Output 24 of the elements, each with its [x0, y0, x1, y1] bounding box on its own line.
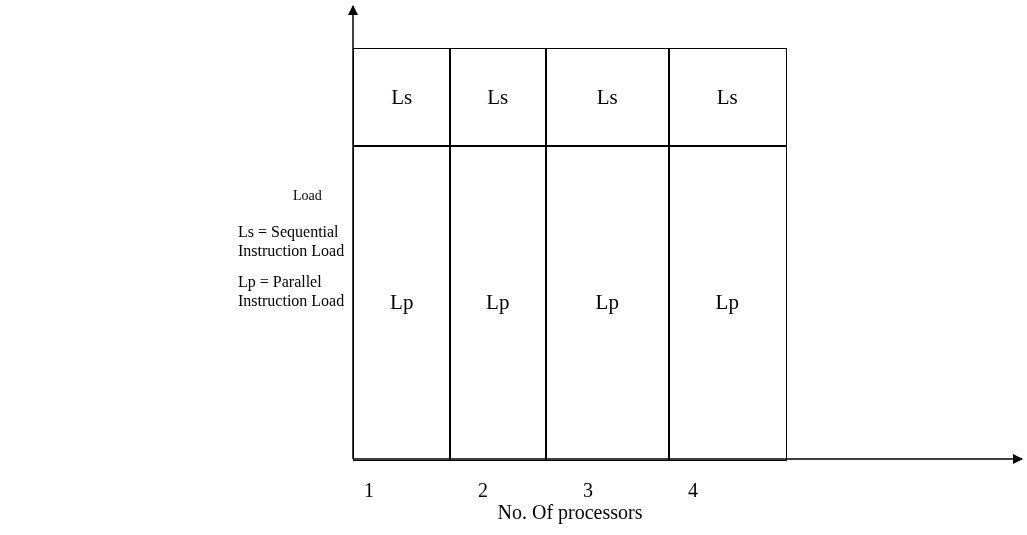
load-cell [449, 48, 547, 147]
load-cell [353, 48, 451, 147]
cell-label: Ls [716, 84, 738, 110]
cell-label: Ls [391, 84, 413, 110]
legend-note: Lp = Parallel Instruction Load [238, 272, 346, 311]
load-cell [668, 48, 787, 147]
load-cell [353, 145, 451, 461]
tick-label: 3 [583, 478, 594, 502]
cell-label: Lp [390, 290, 414, 316]
cell-label: Ls [596, 84, 618, 110]
cell-label: Lp [595, 290, 619, 316]
tick-label: 4 [688, 478, 699, 502]
cell-label: Lp [715, 290, 739, 316]
axis-label: No. Of processors [496, 500, 644, 524]
legend-note: Ls = Sequential Instruction Load [238, 222, 346, 261]
cell-label: Ls [487, 84, 509, 110]
load-cell [449, 145, 547, 461]
axis-label: Load [293, 188, 323, 205]
load-cell [545, 48, 670, 147]
load-cell [668, 145, 787, 461]
tick-label: 1 [364, 478, 375, 502]
tick-label: 2 [478, 478, 489, 502]
load-cell [545, 145, 670, 461]
cell-label: Lp [486, 290, 510, 316]
